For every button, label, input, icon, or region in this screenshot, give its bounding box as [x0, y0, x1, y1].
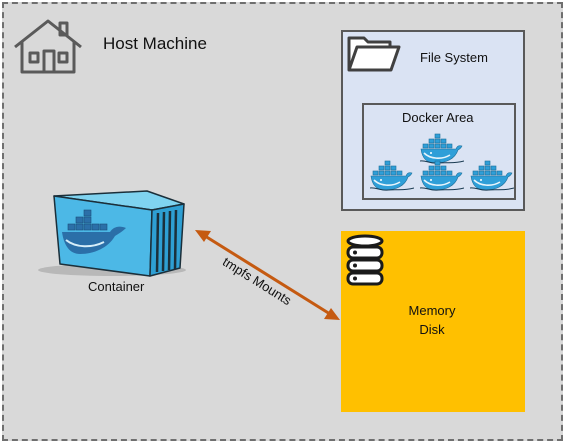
- memory-label-line2: Disk: [419, 322, 445, 337]
- docker-whale-icon: [470, 160, 514, 192]
- house-icon: [14, 19, 82, 74]
- folder-icon: [347, 36, 401, 72]
- memory-disk-label: Memory Disk: [392, 301, 472, 339]
- docker-whale-icon: [370, 160, 414, 192]
- docker-area-label: Docker Area: [402, 110, 474, 125]
- host-machine-title: Host Machine: [103, 34, 207, 53]
- docker-whale-icon: [420, 160, 464, 192]
- shipping-container-icon: [38, 190, 186, 277]
- memory-label-line1: Memory: [408, 303, 456, 318]
- file-system-label: File System: [420, 50, 488, 65]
- container-label: Container: [88, 279, 145, 294]
- database-icon: [346, 234, 384, 286]
